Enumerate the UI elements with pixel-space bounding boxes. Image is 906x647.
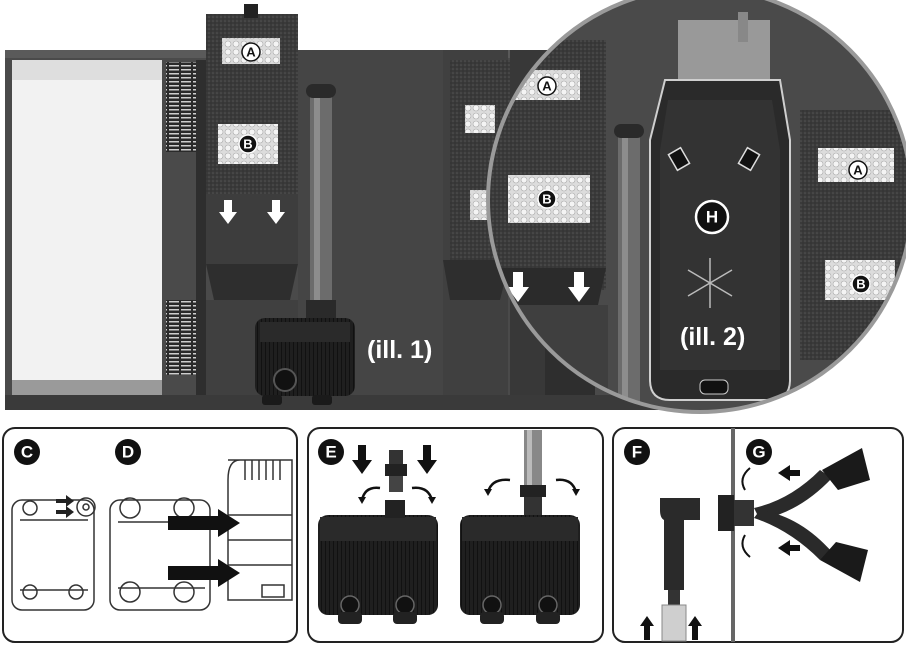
badge-b-mag-left: B	[538, 190, 556, 208]
tank-display-glass	[12, 60, 162, 390]
badge-c: C	[14, 439, 40, 465]
svg-text:G: G	[752, 443, 765, 462]
svg-text:H: H	[706, 208, 718, 227]
svg-text:B: B	[856, 277, 865, 292]
svg-text:A: A	[853, 163, 863, 178]
panel-e: E	[308, 428, 603, 642]
svg-text:A: A	[542, 79, 552, 94]
badge-a-mag-left: A	[538, 77, 556, 95]
svg-text:E: E	[325, 443, 336, 462]
sponge-handle	[244, 4, 258, 18]
pump-e-left	[318, 500, 438, 624]
badge-a-mag-right: A	[849, 161, 867, 179]
ill-2-caption: (ill. 2)	[680, 323, 745, 351]
svg-text:B: B	[243, 137, 252, 152]
badge-a-left: A	[242, 43, 260, 61]
panel-cd: C D	[3, 428, 297, 642]
overflow-vent-bottom	[166, 300, 196, 375]
return-pump	[255, 318, 355, 405]
badge-e: E	[318, 439, 344, 465]
badge-b-left: B	[239, 135, 257, 153]
svg-text:C: C	[21, 443, 33, 462]
tank-base	[5, 395, 705, 410]
tank-wall	[731, 428, 735, 642]
badge-b-mag-right: B	[852, 275, 870, 293]
svg-text:F: F	[632, 443, 642, 462]
svg-text:B: B	[542, 192, 551, 207]
svg-text:A: A	[246, 45, 256, 60]
badge-d: D	[115, 439, 141, 465]
return-tube	[310, 90, 332, 312]
ill-1-caption: (ill. 1)	[367, 336, 432, 364]
badge-f: F	[624, 439, 650, 465]
panel-fg: F G	[613, 428, 903, 642]
svg-text:D: D	[122, 443, 134, 462]
overflow-vent-top	[166, 62, 196, 152]
badge-h: H	[696, 201, 728, 233]
badge-g: G	[746, 439, 772, 465]
